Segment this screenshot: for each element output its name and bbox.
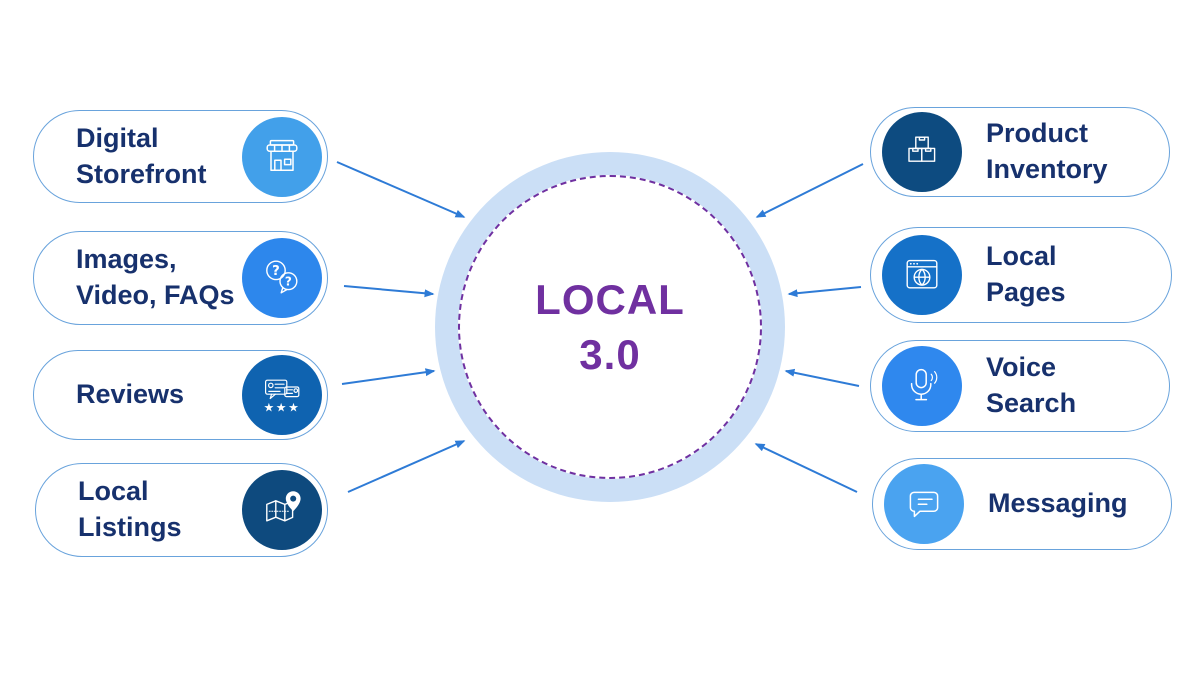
question-bubbles-icon: ? ?: [242, 238, 322, 318]
chat-bubble-icon: [884, 464, 964, 544]
pill-local-pages[interactable]: Local Pages: [870, 227, 1172, 323]
pill-messaging[interactable]: Messaging: [872, 458, 1172, 550]
pill-local-listings[interactable]: Local Listings: [35, 463, 328, 557]
arrow-product-inventory: [755, 163, 864, 218]
pill-voice-search[interactable]: Voice Search: [870, 340, 1170, 432]
microphone-icon: [882, 346, 962, 426]
center-title: LOCAL 3.0: [535, 275, 685, 378]
svg-text:?: ?: [285, 274, 292, 288]
pill-label: Digital Storefront: [76, 122, 207, 189]
review-stars-icon: ★★★: [242, 355, 322, 435]
arrow-messaging: [754, 443, 858, 493]
pill-reviews[interactable]: Reviews ★★★: [33, 350, 328, 440]
pill-digital-storefront[interactable]: Digital Storefront: [33, 110, 328, 203]
svg-text:?: ?: [272, 264, 280, 279]
arrow-local-listings: [347, 440, 466, 493]
arrow-reviews: [341, 368, 436, 385]
pill-label: Local Listings: [78, 476, 182, 542]
arrow-voice-search: [784, 368, 860, 387]
pill-label: Messaging: [988, 488, 1128, 519]
pill-product-inventory[interactable]: Product Inventory: [870, 107, 1170, 197]
storefront-icon: [242, 116, 322, 197]
svg-text:★★★: ★★★: [263, 401, 300, 415]
browser-globe-icon: [882, 235, 962, 315]
arrow-images-video-faqs: [343, 285, 435, 298]
map-pin-icon: [242, 470, 322, 550]
center-circle: LOCAL 3.0: [435, 152, 785, 502]
pill-label: Product Inventory: [986, 118, 1108, 184]
center-circle-inner: LOCAL 3.0: [458, 175, 762, 479]
pill-label: Reviews: [76, 379, 185, 410]
arrow-local-pages: [787, 286, 862, 298]
pill-label: Voice Search: [986, 352, 1077, 418]
inventory-boxes-icon: [882, 112, 962, 192]
pill-images-video-faqs[interactable]: Images, Video, FAQs ? ?: [33, 231, 328, 325]
arrow-digital-storefront: [336, 161, 466, 218]
pill-label: Local Pages: [986, 241, 1066, 307]
pill-label: Images, Video, FAQs: [76, 244, 235, 310]
